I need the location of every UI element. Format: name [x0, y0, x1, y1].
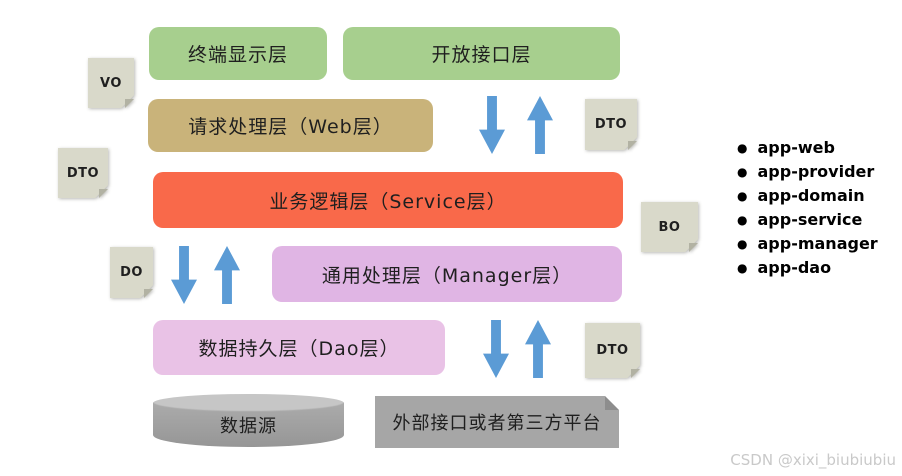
layer-dao: 数据持久层（Dao层）	[153, 320, 445, 375]
down-arrow-icon	[479, 96, 505, 154]
module-list-item: app-manager	[737, 232, 877, 256]
external-platform-card: 外部接口或者第三方平台	[375, 396, 619, 448]
up-arrow-icon	[214, 246, 240, 304]
datasource-cylinder: 数据源	[153, 394, 344, 447]
module-list-item: app-web	[737, 136, 878, 160]
sticky-note-dto-bottom-right: DTO	[585, 323, 640, 378]
module-list-item: app-service	[737, 208, 878, 232]
layer-service: 业务逻辑层（Service层）	[153, 172, 623, 228]
watermark: CSDN @xixi_biubiubiu	[730, 451, 896, 469]
layer-manager: 通用处理层（Manager层）	[272, 246, 622, 302]
sticky-note-dto-left: DTO	[58, 148, 108, 198]
up-arrow-icon	[527, 96, 553, 154]
sticky-note-dto-top-right: DTO	[585, 99, 637, 150]
module-list: app-web app-provider app-domain app-serv…	[737, 136, 878, 280]
up-arrow-icon	[525, 320, 551, 378]
layer-terminal-display: 终端显示层	[149, 27, 327, 80]
layer-open-api: 开放接口层	[343, 27, 620, 80]
module-list-item: app-provider	[737, 160, 878, 184]
down-arrow-icon	[171, 246, 197, 304]
module-list-item: app-dao	[737, 256, 878, 280]
layer-web: 请求处理层（Web层）	[148, 99, 433, 152]
sticky-note-vo: VO	[88, 58, 134, 108]
sticky-note-bo: BO	[641, 202, 698, 252]
module-list-item: app-domain	[737, 184, 878, 208]
sticky-note-do: DO	[110, 247, 153, 298]
down-arrow-icon	[483, 320, 509, 378]
